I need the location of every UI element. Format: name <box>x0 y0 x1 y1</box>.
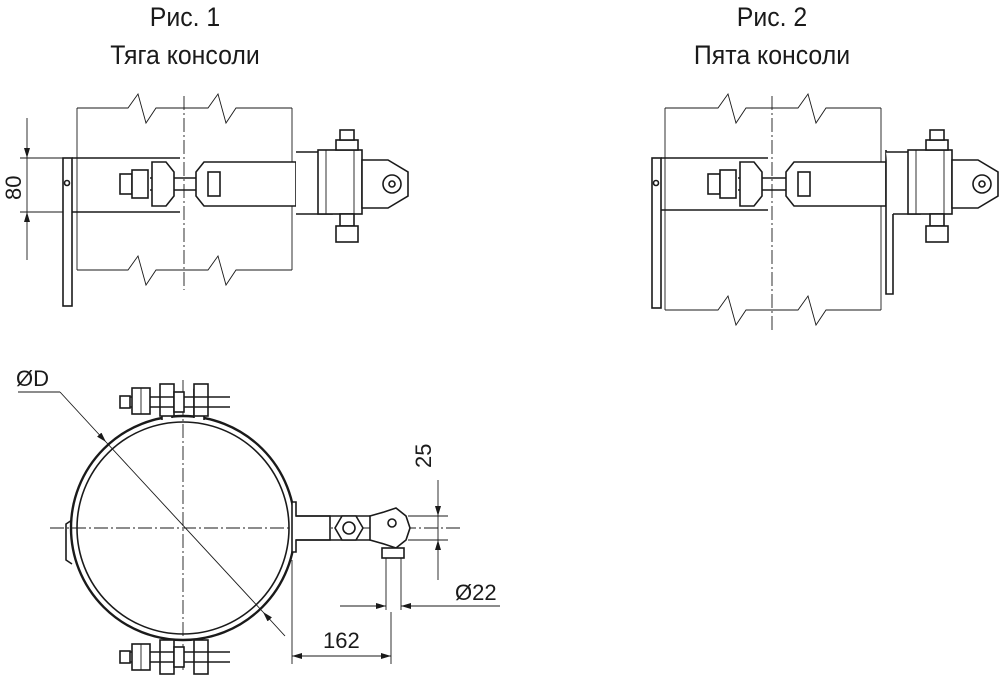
nut <box>119 173 133 195</box>
clamp-section: ØD 25 Ø22 162 <box>16 366 500 675</box>
nut <box>131 169 149 199</box>
eye-hole <box>972 174 992 194</box>
figure2-title: Пята консоли <box>693 40 851 70</box>
nut <box>335 225 359 243</box>
clamp-arm <box>291 501 331 553</box>
nut <box>925 225 949 243</box>
heel-plate <box>885 150 894 295</box>
dim-diameter: ØD <box>16 366 49 391</box>
figure2-number: Рис. 2 <box>736 2 808 32</box>
figure1-number: Рис. 1 <box>149 2 221 32</box>
bolt-head <box>335 139 359 151</box>
eye-hole <box>382 174 402 194</box>
dim-height: 80 <box>1 176 26 200</box>
dim-pin-diameter: Ø22 <box>455 580 497 605</box>
bolt-head <box>925 139 949 151</box>
dim-length: 162 <box>323 628 360 653</box>
pin-nut <box>381 547 405 559</box>
break-line-top <box>77 92 292 125</box>
clamp-lug-top-right <box>193 383 209 417</box>
break-line-top <box>665 92 881 125</box>
clamp-hinge <box>907 149 953 215</box>
wall-plate <box>62 157 73 307</box>
fork-end <box>369 507 411 549</box>
break-line-bottom <box>665 294 881 327</box>
wall-plate <box>651 157 662 309</box>
figure2-drawing <box>651 92 999 330</box>
figure1-title: Тяга консоли <box>110 40 260 70</box>
clamp-hinge <box>317 149 363 215</box>
clamp-lug-bottom-right <box>193 639 209 675</box>
nut <box>719 169 737 199</box>
lug-left <box>739 161 763 207</box>
figure1-drawing: 80 <box>1 92 409 307</box>
clamp-lug-top-left <box>159 383 175 417</box>
clamp-lug-bottom-left <box>159 639 175 675</box>
break-line-bottom <box>77 254 292 287</box>
hex-nut <box>334 515 364 541</box>
dim-offset: 25 <box>411 444 436 468</box>
nut <box>707 173 721 195</box>
lug-left <box>151 161 175 207</box>
